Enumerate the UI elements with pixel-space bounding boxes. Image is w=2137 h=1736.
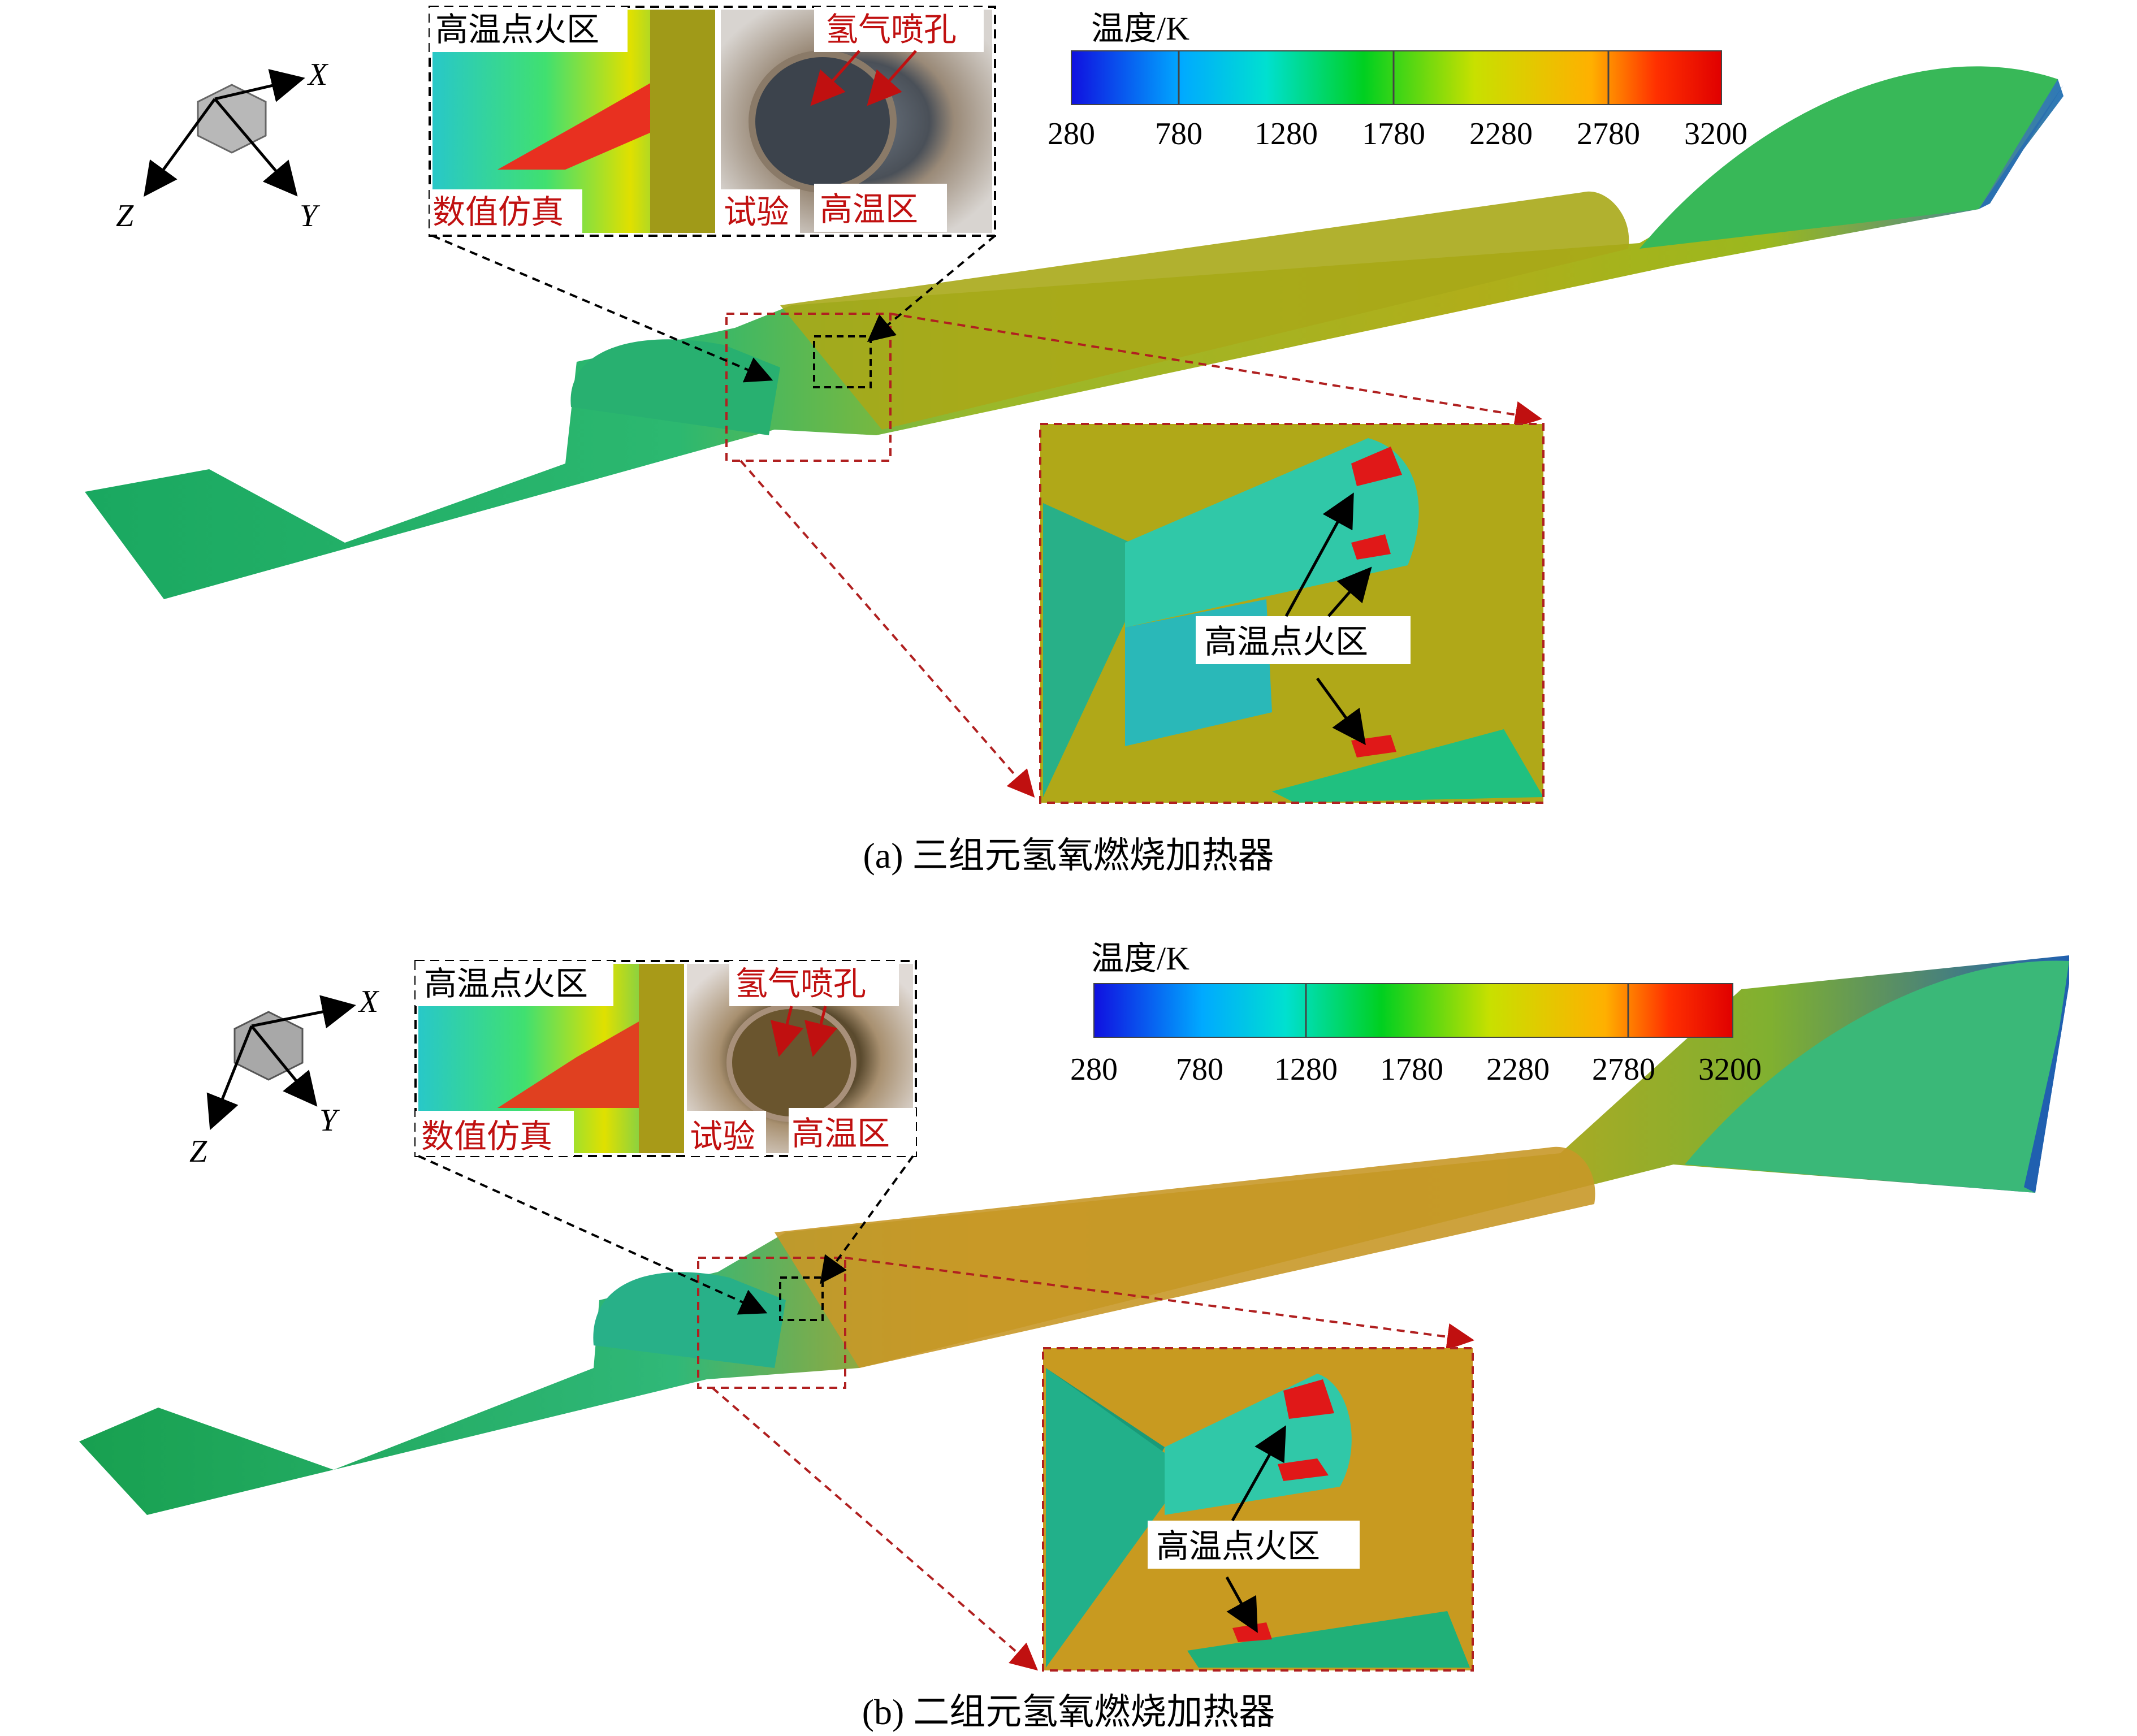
colorbar-a-title: 温度/K — [1091, 10, 1189, 47]
inset-b-h2-hole-label: 氢气喷孔 — [735, 966, 866, 1002]
inset-b-experiment-label: 试验 — [690, 1118, 755, 1155]
inset-a-hot-zone-label: 高温区 — [820, 191, 918, 228]
inset-a-experiment-label: 试验 — [724, 194, 789, 231]
colorbar-a-tick-780: 780 — [1155, 116, 1202, 151]
axis-z-label: Z — [116, 198, 134, 233]
axis-b-z-label: Z — [189, 1134, 207, 1169]
colorbar-b-tick-2280: 2280 — [1486, 1052, 1550, 1087]
colorbar-a: 温度/K 280 780 1280 1780 2280 2780 3200 — [1048, 10, 1747, 151]
zoom-view-a: 高温点火区 — [1039, 423, 1545, 804]
heater-body-b — [79, 955, 2069, 1515]
inset-b-hot-zone-label: 高温区 — [791, 1115, 890, 1152]
caption-b: (b) 二组元氢氧燃烧加热器 — [862, 1692, 1275, 1732]
colorbar-a-tick-1280: 1280 — [1254, 116, 1318, 151]
colorbar-b-tick-780: 780 — [1176, 1052, 1223, 1087]
heater-body-a — [85, 66, 2064, 599]
colorbar-b-tick-280: 280 — [1070, 1052, 1118, 1087]
inset-a-hot-ignition-label: 高温点火区 — [435, 11, 599, 48]
inset-b-simulation-label: 数值仿真 — [421, 1118, 552, 1155]
colorbar-a-tick-3200: 3200 — [1684, 116, 1747, 151]
inset-b: 高温点火区 数值仿真 氢气喷孔 试验 高温区 — [414, 960, 917, 1157]
axis-b-y-label: Y — [319, 1103, 340, 1138]
axis-triad-b: X Z Y — [189, 984, 380, 1169]
axis-y-label: Y — [300, 198, 321, 233]
inset-a-h2-hole-label: 氢气喷孔 — [825, 11, 957, 48]
zoom-b-hot-ignition-label: 高温点火区 — [1156, 1528, 1320, 1565]
colorbar-a-tick-1780: 1780 — [1362, 116, 1425, 151]
caption-a: (a) 三组元氢氧燃烧加热器 — [863, 835, 1274, 876]
inset-b-hot-ignition-label: 高温点火区 — [424, 966, 588, 1002]
detail-box-b — [697, 1257, 846, 1389]
inset-a-simulation-label: 数值仿真 — [432, 194, 564, 231]
panel-b: X Z Y 高温点火区 数值仿真 氢气喷孔 试验 — [79, 940, 2069, 1732]
colorbar-b-title: 温度/K — [1091, 940, 1189, 977]
zoom-view-b: 高温点火区 — [1042, 1347, 1474, 1672]
colorbar-b-tick-3200: 3200 — [1698, 1052, 1762, 1087]
panel-a: X Z Y 高温点火区 数值仿真 氢气 — [85, 6, 2064, 876]
detail-box-a — [725, 313, 892, 462]
colorbar-b-tick-1280: 1280 — [1274, 1052, 1338, 1087]
colorbar-a-tick-280: 280 — [1048, 116, 1095, 151]
inset-a: 高温点火区 数值仿真 氢气喷孔 试验 高温区 — [429, 6, 996, 237]
colorbar-b-tick-1780: 1780 — [1380, 1052, 1443, 1087]
colorbar-a-tick-2780: 2780 — [1577, 116, 1640, 151]
axis-x-label: X — [307, 57, 329, 92]
zoom-a-hot-ignition-label: 高温点火区 — [1204, 624, 1368, 660]
axis-triad-a: X Z Y — [116, 57, 329, 233]
colorbar-b-tick-2780: 2780 — [1592, 1052, 1655, 1087]
axis-b-x-label: X — [358, 984, 380, 1019]
colorbar-b: 温度/K 280 780 1280 1780 2280 2780 3200 — [1070, 940, 1762, 1087]
colorbar-a-tick-2280: 2280 — [1469, 116, 1533, 151]
